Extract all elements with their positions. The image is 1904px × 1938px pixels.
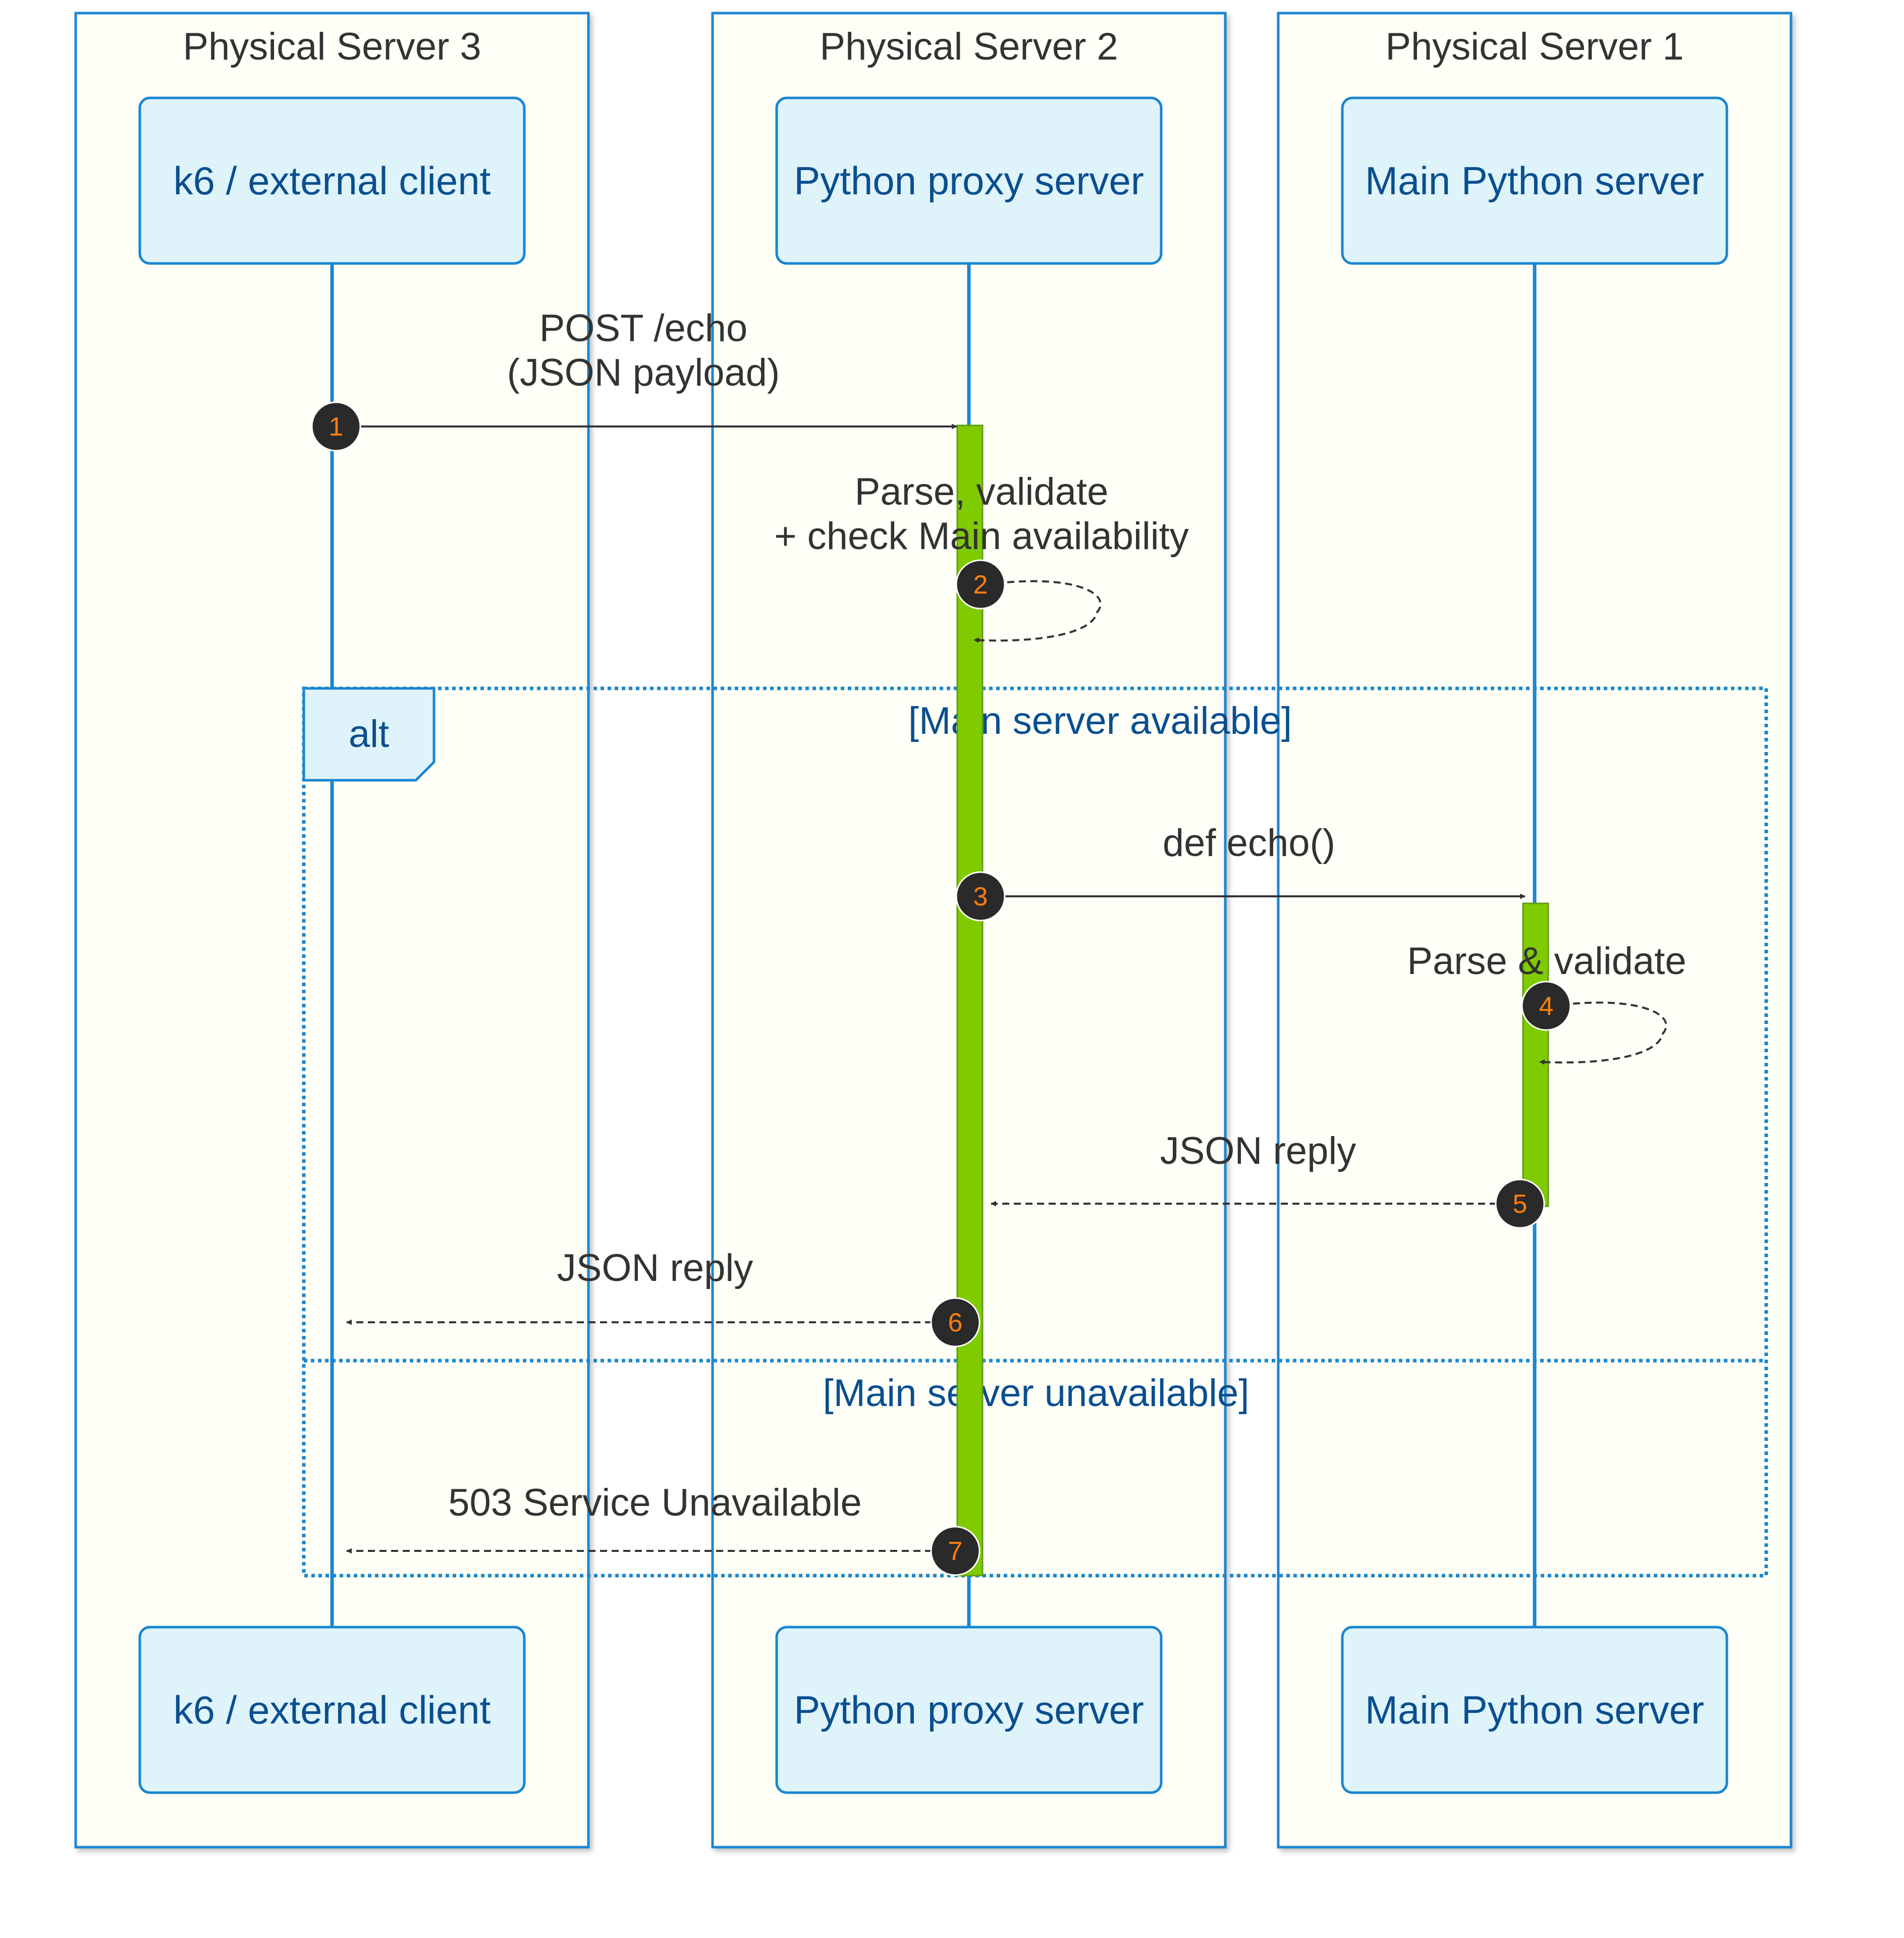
actor-label: Main Python server	[1365, 158, 1704, 203]
actor-box	[138, 1626, 526, 1794]
actor-box	[775, 1626, 1163, 1794]
actor-label: k6 / external client	[174, 158, 491, 203]
message-label: JSON reply	[1160, 1129, 1356, 1172]
message-label: POST /echo	[539, 307, 748, 350]
message-label: def echo()	[1163, 822, 1335, 865]
message-number-badge: 4	[1521, 981, 1571, 1031]
badge-number: 3	[973, 882, 988, 911]
actor-label: Python proxy server	[794, 158, 1144, 203]
message-label: JSON reply	[557, 1247, 753, 1289]
message-number-badge: 6	[930, 1297, 981, 1348]
actor-client-top[interactable]: k6 / external client	[138, 96, 526, 265]
actor-proxy-top[interactable]: Python proxy server	[775, 96, 1163, 265]
actor-box	[138, 96, 526, 265]
badge-number: 2	[973, 570, 988, 600]
message-label: Parse & validate	[1407, 940, 1686, 983]
actor-main-bottom[interactable]: Main Python server	[1341, 1626, 1728, 1794]
message-7: 503 Service Unavailable 7	[346, 1481, 981, 1576]
message-5: JSON reply 5	[990, 1129, 1545, 1229]
message-number-badge: 1	[311, 401, 361, 452]
message-label: (JSON payload)	[507, 351, 780, 394]
actor-main-top[interactable]: Main Python server	[1341, 96, 1728, 265]
activation-proxy	[956, 424, 984, 1577]
message-number-badge: 5	[1495, 1178, 1545, 1229]
actor-box	[1341, 96, 1728, 265]
message-4: Parse & validate 4	[1407, 940, 1687, 1065]
badge-circle	[955, 871, 1006, 922]
actor-proxy-bottom[interactable]: Python proxy server	[775, 1626, 1163, 1794]
badge-circle	[930, 1526, 981, 1576]
message-number-badge: 2	[955, 559, 1006, 610]
message-2: Parse, validate+ check Main availability…	[774, 470, 1189, 643]
message-label: 503 Service Unavailable	[448, 1481, 862, 1524]
actor-client-bottom[interactable]: k6 / external client	[138, 1626, 526, 1794]
actor-box	[775, 96, 1163, 265]
badge-number: 1	[329, 412, 344, 442]
group-label: Physical Server 1	[1385, 25, 1683, 68]
message-number-badge: 3	[955, 871, 1006, 922]
message-6: JSON reply 6	[346, 1247, 981, 1348]
message-1: POST /echo(JSON payload) 1	[311, 307, 958, 452]
badge-circle	[1521, 981, 1571, 1031]
group-label: Physical Server 2	[820, 25, 1118, 68]
badge-circle	[311, 401, 361, 452]
alt-frame-border	[302, 686, 1768, 1578]
badge-number: 4	[1539, 992, 1554, 1021]
group-label: Physical Server 3	[183, 25, 481, 68]
alt-label-box	[302, 687, 436, 782]
badge-circle	[955, 559, 1006, 610]
actor-label: Python proxy server	[794, 1688, 1144, 1732]
message-arrow	[973, 580, 1102, 643]
badge-circle	[930, 1297, 981, 1348]
message-arrow	[1539, 1001, 1667, 1065]
alt-condition-2: [Main server unavailable]	[823, 1372, 1249, 1415]
actors-layer: k6 / external client k6 / external client…	[138, 96, 1728, 1794]
actor-box	[1341, 1626, 1728, 1794]
badge-number: 7	[948, 1537, 963, 1566]
actor-label: Main Python server	[1365, 1688, 1704, 1732]
badge-number: 6	[948, 1308, 963, 1337]
message-label: Parse, validate	[855, 470, 1109, 513]
actor-label: k6 / external client	[174, 1688, 491, 1732]
alt-label: alt	[349, 713, 389, 756]
badge-circle	[1495, 1178, 1545, 1229]
message-label: + check Main availability	[774, 515, 1189, 558]
badge-number: 5	[1513, 1190, 1528, 1219]
message-3: def echo() 3	[955, 822, 1526, 922]
alt-label-tab: alt	[302, 687, 436, 782]
message-number-badge: 7	[930, 1526, 981, 1576]
